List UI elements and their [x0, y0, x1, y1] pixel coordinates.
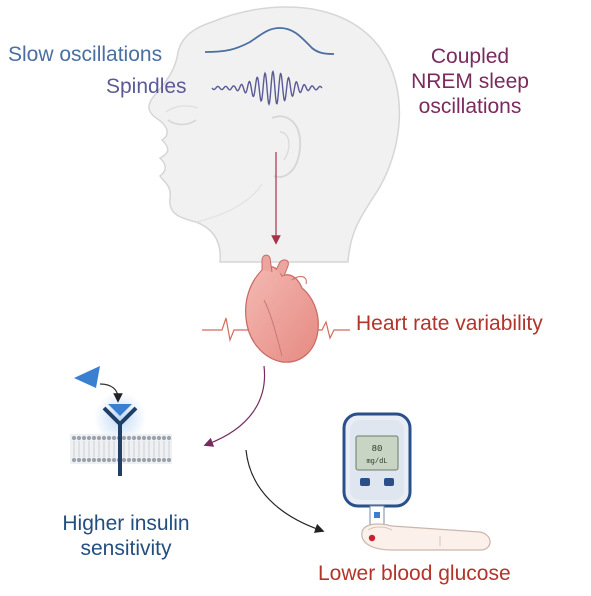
coupled-oscillations-label: Coupled NREM sleep oscillations: [380, 44, 560, 119]
blood-drop: [368, 534, 376, 542]
heart-rate-variability-label: Heart rate variability: [356, 312, 543, 335]
coupled-label-line-2: NREM sleep: [411, 70, 529, 93]
insulin-receptor-illustration: [70, 366, 172, 476]
slow-oscillations-label: Slow oscillations: [8, 43, 163, 66]
spindle-wave: [211, 70, 323, 106]
head-illustration: [148, 6, 401, 263]
slow-oscillation-wave: [204, 27, 335, 55]
lower-blood-glucose-label: Lower blood glucose: [318, 562, 511, 585]
spindles-label: Spindles: [106, 75, 187, 98]
coupled-label-line-1: Coupled: [430, 45, 510, 68]
insulin-label-line-1: Higher insulin: [62, 512, 190, 535]
meter-screen: [355, 435, 399, 471]
meter-unit: mg/dL: [366, 458, 387, 466]
heart-illustration: [245, 254, 319, 363]
meter-reading: 80: [372, 444, 383, 454]
insulin-label-line-2: sensitivity: [80, 537, 172, 560]
finger-illustration: [361, 523, 491, 551]
heart-to-glucose-arrow: [245, 449, 325, 533]
heart-to-insulin-arrow: [203, 365, 266, 447]
coupled-label-line-3: oscillations: [418, 95, 522, 118]
insulin-sensitivity-label: Higher insulin sensitivity: [28, 511, 224, 561]
glucose-meter-illustration: 80 mg/dL: [342, 412, 412, 533]
insulin-molecule: [74, 366, 100, 388]
